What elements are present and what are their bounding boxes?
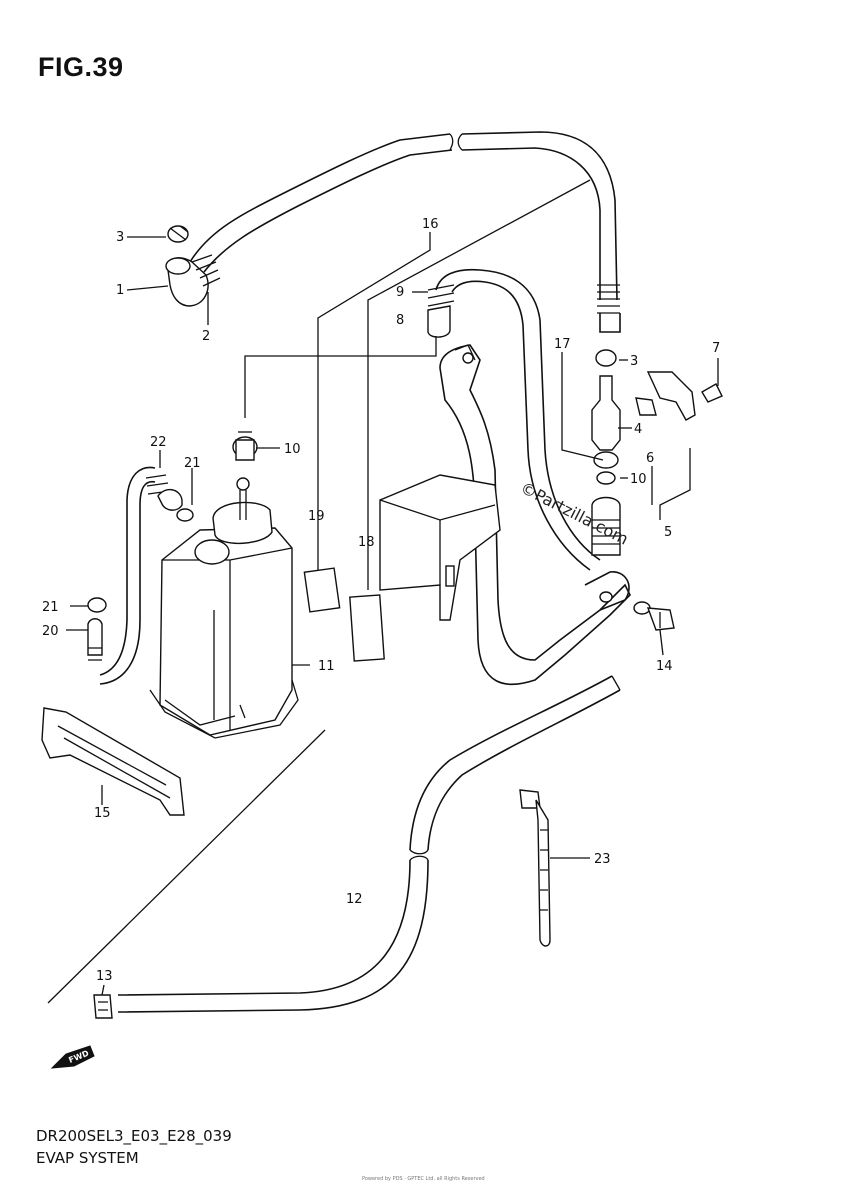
callout-7: 7	[712, 341, 720, 356]
callout-15: 15	[94, 806, 111, 821]
callout-2: 2	[202, 329, 210, 344]
callout-1: 1	[116, 283, 124, 298]
callout-19: 19	[308, 509, 325, 524]
part-15-strap	[41, 707, 185, 816]
part-1-elbow	[165, 254, 221, 307]
leader-8-10	[244, 336, 437, 418]
callout-3: 3	[630, 354, 638, 369]
part-11-canister	[149, 477, 310, 739]
label-patch-18	[349, 594, 385, 662]
part-12-hose	[117, 675, 621, 1013]
callout-6: 6	[646, 451, 654, 466]
callout-12: 12	[346, 892, 363, 907]
figure-title: FIG.39	[38, 52, 124, 82]
part-4-valve	[591, 349, 621, 556]
forward-arrow: FWD	[50, 1045, 95, 1069]
callout-22: 22	[150, 435, 167, 450]
footer-code: DR200SEL3_E03_E28_039	[36, 1127, 232, 1145]
leader-16	[317, 232, 431, 580]
upper-hose	[189, 131, 621, 333]
mounting-plate	[379, 474, 501, 621]
callout-11: 11	[318, 659, 335, 674]
label-patch-19	[303, 567, 341, 613]
part-3-clamp-left	[167, 225, 189, 243]
callout-16: 16	[422, 217, 439, 232]
leader-18	[367, 179, 591, 590]
callout-3: 3	[116, 230, 124, 245]
callout-14: 14	[656, 659, 673, 674]
callout-21: 21	[184, 456, 201, 471]
callout-21: 21	[42, 600, 59, 615]
callout-17: 17	[554, 337, 571, 352]
part-14-bolt	[633, 601, 675, 631]
callout-9: 9	[396, 285, 404, 300]
part-10-clip-left	[232, 431, 258, 461]
callout-4: 4	[634, 422, 642, 437]
callout-5: 5	[664, 525, 672, 540]
callout-10: 10	[284, 442, 301, 457]
part-23-cable-tie	[519, 789, 551, 947]
callout-13: 13	[96, 969, 113, 984]
guide-line	[47, 729, 326, 1004]
callout-10: 10	[630, 472, 647, 487]
hose-20-22	[87, 466, 194, 685]
part-13-clip	[93, 994, 113, 1019]
callout-8: 8	[396, 313, 404, 328]
center-hose	[427, 268, 601, 571]
callout-20: 20	[42, 624, 59, 639]
footer-title: EVAP SYSTEM	[36, 1149, 139, 1167]
callout-23: 23	[594, 852, 611, 867]
callout-leaders	[66, 236, 719, 996]
footnote: Powered by PDS · GPTEC Ltd. all Rights R…	[362, 1176, 485, 1182]
callout-18: 18	[358, 535, 375, 550]
part-6-bracket	[635, 371, 723, 421]
